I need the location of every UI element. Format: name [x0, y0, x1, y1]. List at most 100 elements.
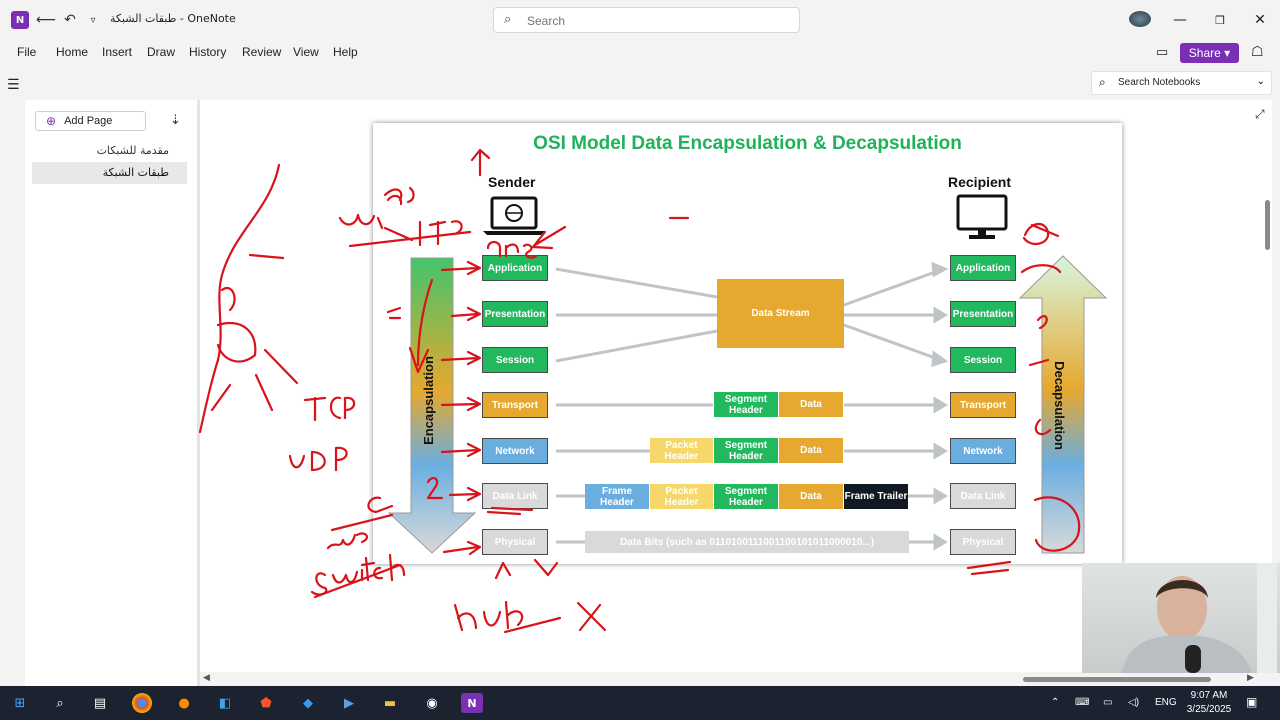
vertical-scrollbar[interactable]: [1263, 130, 1272, 650]
expand-icon[interactable]: ⤢: [1255, 107, 1265, 121]
sender-layer-transport: Transport: [482, 392, 548, 418]
pane-divider[interactable]: [197, 100, 200, 686]
windows-start-icon[interactable]: ⊞: [14, 695, 26, 711]
page-list-pane: ⊕ Add Page ⇣ مقدمة للشبكات طبقات الشبكة: [25, 100, 197, 686]
sort-icon[interactable]: ⇣: [170, 113, 181, 128]
search-notebooks-icon: ⌕: [1099, 75, 1106, 89]
datalink-frame-trailer: Frame Trailer: [844, 484, 908, 509]
task-view-icon[interactable]: ▤: [93, 695, 107, 711]
vscode-icon[interactable]: ◆: [303, 695, 313, 711]
datalink-segment-header: Segment Header: [714, 484, 778, 509]
webcam-feed-image: [1082, 563, 1280, 673]
taskbar-search-icon[interactable]: ⌕: [56, 695, 64, 711]
network-icon[interactable]: ▭: [1103, 697, 1113, 708]
search-box[interactable]: ⌕: [493, 7, 800, 33]
onenote-taskbar-icon[interactable]: N: [461, 693, 483, 713]
search-notebooks-box[interactable]: ⌕ Search Notebooks ⌄: [1091, 71, 1272, 95]
undo-icon[interactable]: ↶: [64, 12, 76, 28]
notebook-icon[interactable]: ▭: [1156, 44, 1169, 59]
sender-layer-session: Session: [482, 347, 548, 373]
title-bar: N ⟵ ↶ ▿ طبقات الشبكة - OneNote ⌕ — ❐ ✕: [0, 0, 1280, 40]
encapsulation-label: Encapsulation: [420, 356, 436, 445]
window-title: طبقات الشبكة - OneNote: [110, 12, 236, 25]
datalink-frame-header: Frame Header: [585, 484, 649, 509]
horizontal-scroll-thumb[interactable]: [1023, 677, 1211, 682]
restore-button[interactable]: ❐: [1215, 13, 1225, 27]
monitor-icon: [956, 194, 1008, 239]
system-clock[interactable]: 9:07 AM 3/25/2025: [1186, 689, 1232, 717]
recipient-layer-physical: Physical: [950, 529, 1016, 555]
menu-view[interactable]: View: [293, 45, 319, 59]
horizontal-scrollbar[interactable]: ◀ ▶: [200, 673, 1272, 686]
recipient-layer-transport: Transport: [950, 392, 1016, 418]
brave-icon[interactable]: ⬟: [260, 695, 272, 711]
menu-review[interactable]: Review: [242, 45, 282, 59]
transport-segment-header: Segment Header: [714, 392, 778, 417]
file-explorer-icon[interactable]: ▬: [383, 695, 397, 711]
quick-access-dropdown-icon[interactable]: ▿: [90, 14, 96, 26]
sender-label: Sender: [488, 174, 536, 190]
page-item[interactable]: مقدمة للشبكات: [96, 144, 169, 157]
osi-slide-image: OSI Model Data Encapsulation & Decapsula…: [373, 123, 1122, 564]
feedback-icon[interactable]: ☖: [1251, 43, 1264, 59]
firefox-icon[interactable]: ●: [178, 695, 190, 711]
windows-taskbar: ⊞ ⌕ ▤ ● ◧ ⬟ ◆ ▶ ▬ ◉ N ⌃ ⌨ ▭ ◁) ENG 9:07 …: [0, 686, 1280, 720]
page-item-selected[interactable]: طبقات الشبكة: [32, 162, 187, 184]
transport-data: Data: [779, 392, 843, 417]
powershell-icon[interactable]: ▶: [344, 695, 354, 711]
slide-title: OSI Model Data Encapsulation & Decapsula…: [533, 133, 962, 154]
add-page-button[interactable]: ⊕ Add Page: [35, 111, 146, 131]
back-icon[interactable]: ⟵: [35, 12, 57, 28]
add-page-label: Add Page: [64, 115, 113, 127]
recipient-label: Recipient: [948, 174, 1012, 190]
physical-data-bits: Data Bits (such as 011010011100110010101…: [585, 531, 909, 553]
laptop-globe-icon: [483, 196, 545, 235]
account-avatar[interactable]: [1129, 11, 1151, 27]
menu-help[interactable]: Help: [333, 45, 358, 59]
menu-bar: File Home Insert Draw History Review Vie…: [0, 40, 1280, 68]
datalink-data: Data: [779, 484, 843, 509]
menu-insert[interactable]: Insert: [102, 45, 133, 59]
minimize-button[interactable]: —: [1173, 12, 1187, 28]
slide-graphics: [387, 194, 1108, 554]
sender-layer-network: Network: [482, 438, 548, 464]
network-packet-header: Packet Header: [650, 438, 713, 463]
network-segment-header: Segment Header: [714, 438, 778, 463]
hamburger-menu-icon[interactable]: ☰: [7, 77, 20, 93]
sender-layer-presentation: Presentation: [482, 301, 548, 327]
input-method-icon[interactable]: ⌨: [1075, 697, 1090, 708]
add-page-icon: ⊕: [46, 114, 57, 128]
recipient-layer-datalink: Data Link: [950, 483, 1016, 509]
scroll-right-icon[interactable]: ▶: [1247, 673, 1254, 683]
tray-chevron-icon[interactable]: ⌃: [1051, 697, 1060, 708]
app-icon-blue[interactable]: ◧: [218, 695, 232, 711]
sender-layer-application: Application: [482, 255, 548, 281]
data-stream-box: Data Stream: [717, 279, 844, 348]
datalink-packet-header: Packet Header: [650, 484, 713, 509]
close-button[interactable]: ✕: [1254, 12, 1266, 28]
obs-icon[interactable]: ◉: [426, 695, 438, 711]
search-input[interactable]: [527, 12, 787, 29]
onenote-logo-icon: N: [11, 11, 29, 29]
chrome-icon[interactable]: [132, 693, 152, 713]
notifications-icon[interactable]: ▣: [1246, 695, 1258, 709]
network-data: Data: [779, 438, 843, 463]
menu-home[interactable]: Home: [56, 45, 89, 59]
clock-date: 3/25/2025: [1186, 704, 1232, 715]
menu-draw[interactable]: Draw: [147, 45, 176, 59]
presenter-figure: [1122, 563, 1277, 673]
navigation-toolbar: ☰ ⌕ Search Notebooks ⌄: [0, 68, 1280, 100]
sender-layer-datalink: Data Link: [482, 483, 548, 509]
menu-history[interactable]: History: [189, 45, 227, 59]
scroll-left-icon[interactable]: ◀: [203, 673, 210, 683]
clock-time: 9:07 AM: [1190, 690, 1228, 701]
recipient-layer-session: Session: [950, 347, 1016, 373]
vertical-scroll-thumb[interactable]: [1265, 200, 1270, 250]
share-button[interactable]: Share ▾: [1180, 43, 1239, 63]
volume-icon[interactable]: ◁): [1128, 697, 1140, 708]
share-label: Share: [1188, 46, 1221, 60]
chevron-down-icon[interactable]: ⌄: [1256, 76, 1265, 87]
menu-file[interactable]: File: [17, 45, 37, 59]
recipient-layer-application: Application: [950, 255, 1016, 281]
language-indicator[interactable]: ENG: [1155, 697, 1177, 708]
